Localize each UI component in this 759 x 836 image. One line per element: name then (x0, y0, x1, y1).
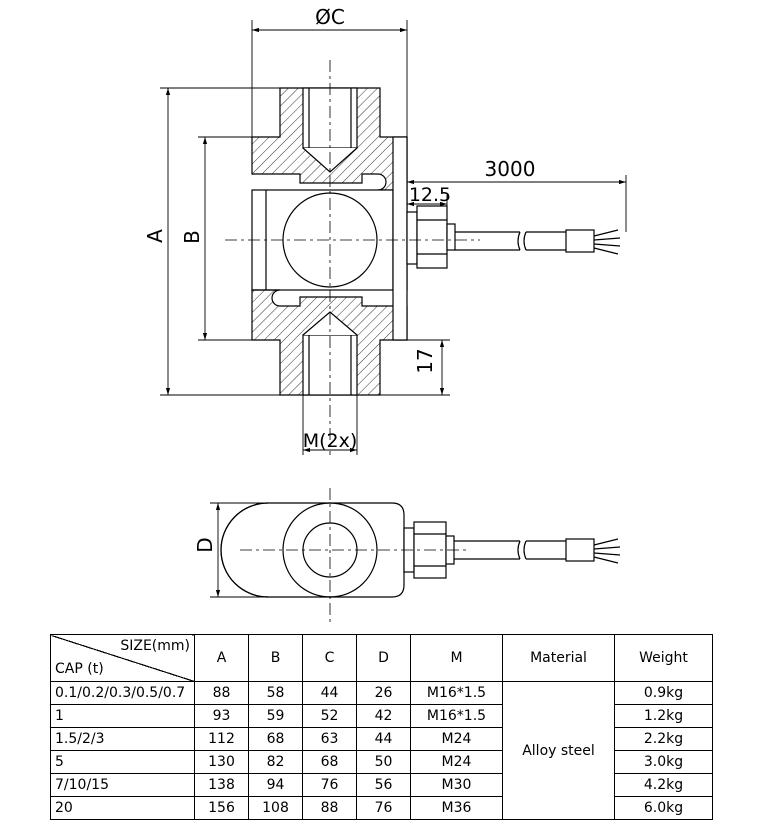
table-row: 7/10/15 138 94 76 56 M30 4.2kg (50, 773, 713, 797)
header-cap: CAP (t) (55, 661, 104, 677)
cell-c: 76 (302, 773, 357, 797)
cell-m: M24 (410, 750, 503, 774)
cell-b: 58 (248, 681, 303, 705)
cell-weight: 1.2kg (614, 704, 713, 728)
cell-a: 130 (194, 750, 249, 774)
cell-b: 82 (248, 750, 303, 774)
top-view (210, 488, 621, 622)
cell-c: 88 (302, 796, 357, 820)
front-view (225, 60, 621, 455)
cell-cap: 1 (50, 704, 195, 728)
cell-weight: 2.2kg (614, 727, 713, 751)
table-row: 1 93 59 52 42 M16*1.5 1.2kg (50, 704, 713, 728)
cell-m: M16*1.5 (410, 704, 503, 728)
cell-weight: 4.2kg (614, 773, 713, 797)
cell-d: 56 (356, 773, 411, 797)
cell-a: 138 (194, 773, 249, 797)
dim-d-label: D (193, 537, 217, 552)
dim-cable-label: 3000 (485, 157, 536, 181)
cell-material: Alloy steel (502, 681, 615, 820)
cell-cap: 20 (50, 796, 195, 820)
header-b: B (248, 634, 303, 682)
table-row: 5 130 82 68 50 M24 3.0kg (50, 750, 713, 774)
cable-gland (406, 211, 418, 265)
table-header-row: SIZE(mm) CAP (t) A B C D M Material Weig… (50, 634, 713, 682)
cell-b: 108 (248, 796, 303, 820)
cell-d: 42 (356, 704, 411, 728)
cell-m: M16*1.5 (410, 681, 503, 705)
dim-depth-label: 17 (413, 348, 437, 373)
cell-d: 44 (356, 727, 411, 751)
table-row: 1.5/2/3 112 68 63 44 M24 2.2kg (50, 727, 713, 751)
cell-c: 52 (302, 704, 357, 728)
cell-c: 68 (302, 750, 357, 774)
header-m: M (410, 634, 503, 682)
cell-m: M30 (410, 773, 503, 797)
cell-d: 76 (356, 796, 411, 820)
header-d: D (356, 634, 411, 682)
cell-m: M24 (410, 727, 503, 751)
cell-cap: 5 (50, 750, 195, 774)
header-size: SIZE(mm) (120, 638, 190, 654)
cell-a: 156 (194, 796, 249, 820)
cell-cap: 1.5/2/3 (50, 727, 195, 751)
dim-thread-label: M(2x) (303, 430, 358, 452)
cell-m: M36 (410, 796, 503, 820)
cell-cap: 7/10/15 (50, 773, 195, 797)
dim-gland-label: 12.5 (409, 184, 451, 206)
cell-weight: 6.0kg (614, 796, 713, 820)
cell-b: 94 (248, 773, 303, 797)
table-row: 20 156 108 88 76 M36 6.0kg (50, 796, 713, 820)
header-corner-cell: SIZE(mm) CAP (t) (50, 634, 195, 682)
table-row: 0.1/0.2/0.3/0.5/0.7 88 58 44 26 M16*1.5 … (50, 681, 713, 820)
dim-a-label: A (143, 229, 167, 243)
cell-c: 63 (302, 727, 357, 751)
cell-a: 112 (194, 727, 249, 751)
header-material: Material (502, 634, 615, 682)
header-a: A (194, 634, 249, 682)
dim-c-label: ØC (315, 5, 345, 29)
cell-cap: 0.1/0.2/0.3/0.5/0.7 (50, 681, 195, 705)
cell-b: 68 (248, 727, 303, 751)
cell-a: 93 (194, 704, 249, 728)
spec-table: SIZE(mm) CAP (t) A B C D M Material Weig… (50, 634, 713, 820)
front-dimensions (160, 20, 627, 455)
cell-weight: 3.0kg (614, 750, 713, 774)
dim-b-label: B (180, 230, 204, 244)
cell-weight: 0.9kg (614, 681, 713, 705)
cell-b: 59 (248, 704, 303, 728)
load-cell-drawing: ØC A B 3000 12.5 17 M(2x) (143, 5, 627, 622)
cell-a: 88 (194, 681, 249, 705)
cell-d: 26 (356, 681, 411, 705)
header-c: C (302, 634, 357, 682)
header-weight: Weight (614, 634, 713, 682)
cell-c: 44 (302, 681, 357, 705)
cell-d: 50 (356, 750, 411, 774)
